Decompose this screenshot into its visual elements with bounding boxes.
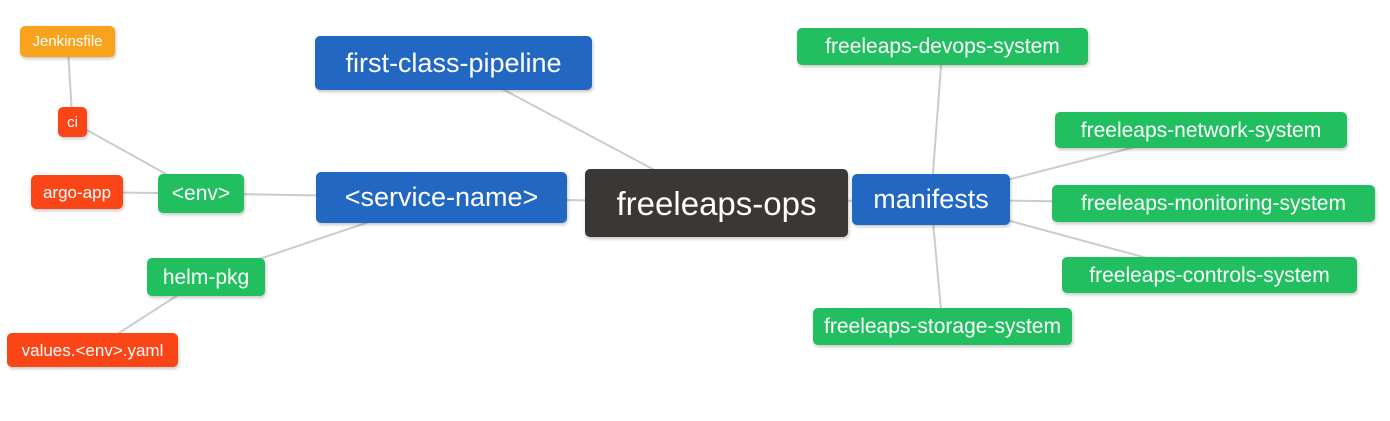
node-freeleaps-storage-system[interactable]: freeleaps-storage-system — [813, 308, 1072, 345]
node-freeleaps-network-system[interactable]: freeleaps-network-system — [1055, 112, 1347, 148]
node-manifests[interactable]: manifests — [852, 174, 1010, 225]
node-helm-pkg[interactable]: helm-pkg — [147, 258, 265, 296]
node-jenkinsfile[interactable]: Jenkinsfile — [20, 26, 115, 57]
node-freeleaps-devops-system[interactable]: freeleaps-devops-system — [797, 28, 1088, 65]
node-ci[interactable]: ci — [58, 107, 87, 137]
node-freeleaps-monitoring-system[interactable]: freeleaps-monitoring-system — [1052, 185, 1375, 222]
node-env[interactable]: <env> — [158, 174, 244, 213]
node-service-name[interactable]: <service-name> — [316, 172, 567, 223]
node-freeleaps-controls-system[interactable]: freeleaps-controls-system — [1062, 257, 1357, 293]
node-freeleaps-ops[interactable]: freeleaps-ops — [585, 169, 848, 237]
node-argo-app[interactable]: argo-app — [31, 175, 123, 209]
node-first-class-pipeline[interactable]: first-class-pipeline — [315, 36, 592, 90]
node-values-env-yaml[interactable]: values.<env>.yaml — [7, 333, 178, 367]
